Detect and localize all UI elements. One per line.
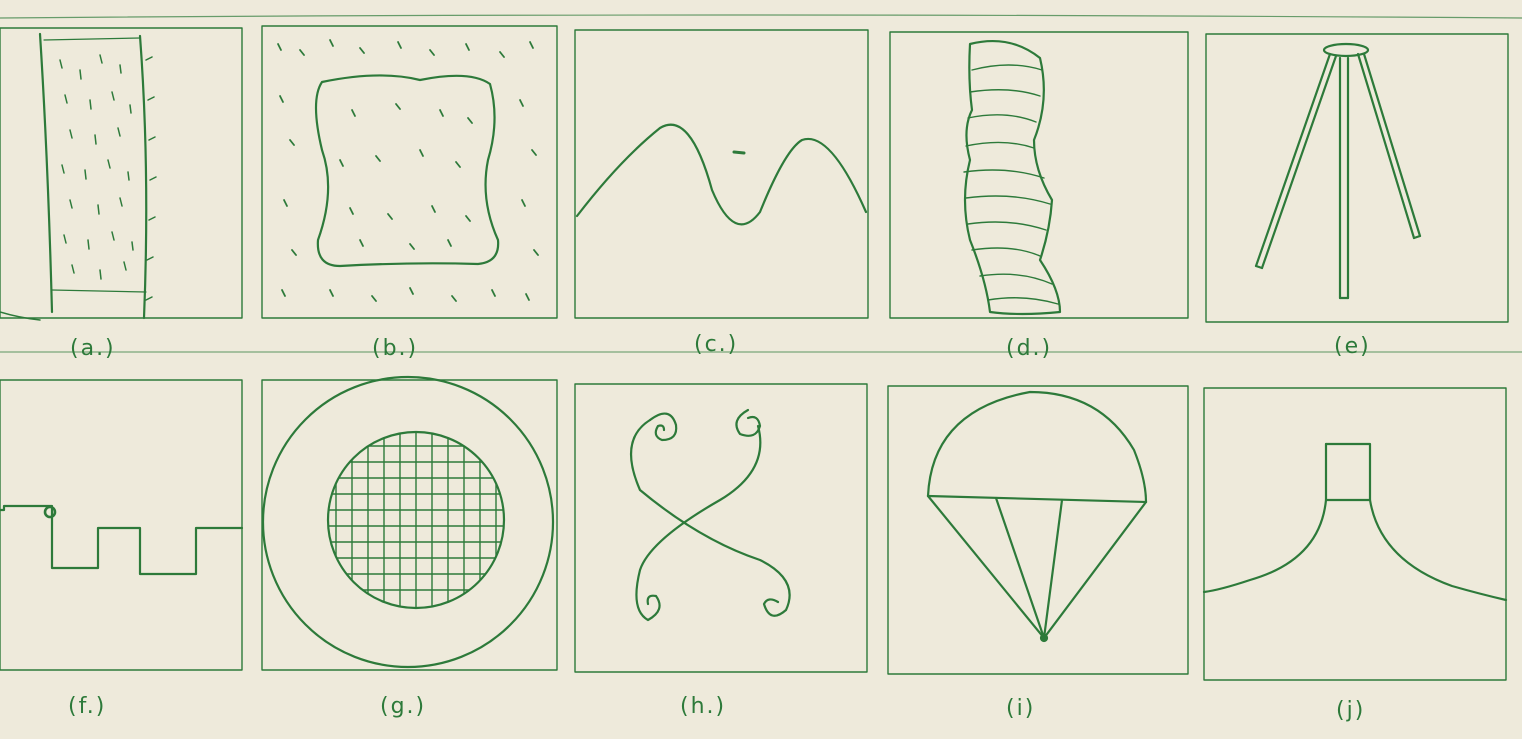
panel-f — [0, 380, 242, 670]
panel-b — [262, 26, 557, 318]
caption-b: (b.) — [372, 338, 418, 360]
caption-c: (c.) — [694, 334, 738, 356]
panel-c — [575, 30, 868, 318]
caption-g: (g.) — [380, 696, 426, 718]
caption-e: (e) — [1334, 336, 1371, 358]
caption-i: (i) — [1006, 698, 1035, 720]
panel-e — [1206, 34, 1508, 322]
caption-j: (j) — [1336, 700, 1365, 722]
caption-d: (d.) — [1006, 338, 1052, 360]
caption-f: (f.) — [68, 696, 106, 718]
panel-i — [888, 386, 1188, 674]
caption-a: (a.) — [70, 338, 116, 360]
panel-h — [575, 384, 867, 672]
panel-j — [1204, 388, 1506, 680]
panel-a — [0, 28, 242, 318]
caption-h: (h.) — [680, 696, 726, 718]
panel-d — [890, 32, 1188, 318]
panel-g — [262, 377, 557, 670]
